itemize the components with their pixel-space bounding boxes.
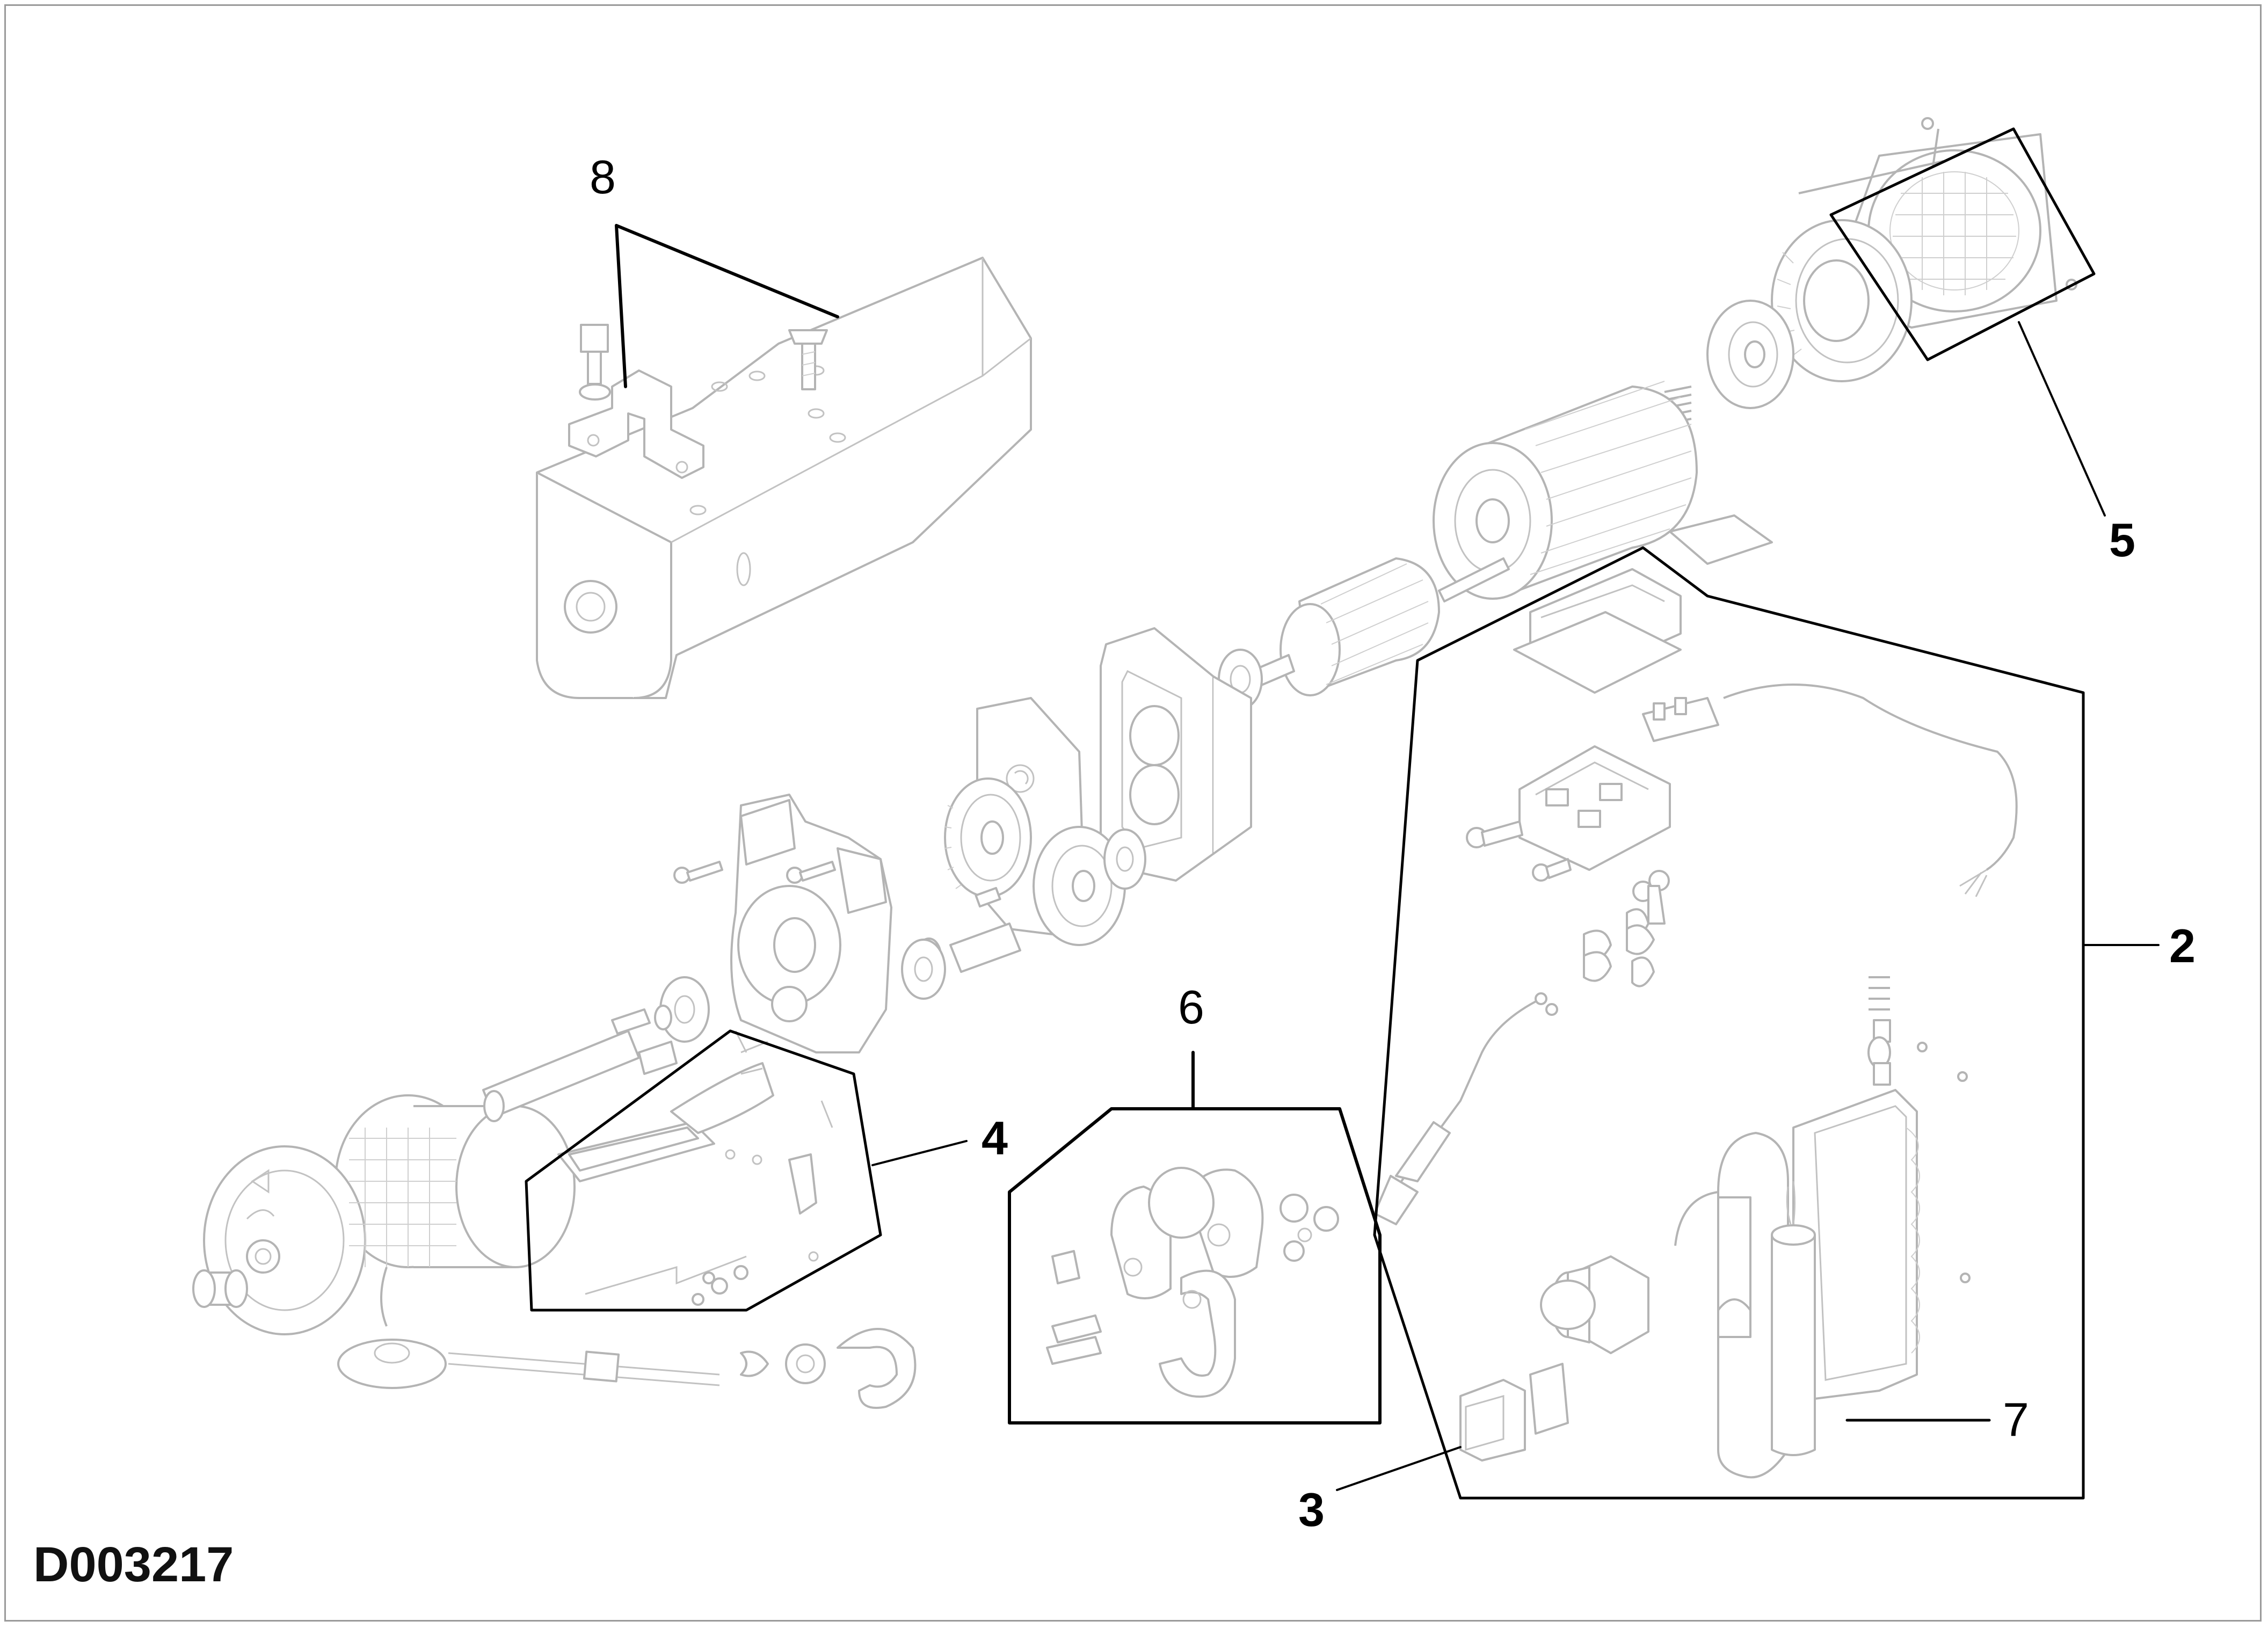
rope-hook-part <box>740 1328 917 1409</box>
callout-7: 7 <box>2003 1393 2029 1446</box>
callout-5-bracket <box>1829 127 2106 517</box>
terminal-box-base-part <box>1513 568 1682 694</box>
callout-8-leaders <box>615 224 839 388</box>
callout-5: 5 <box>2109 513 2135 566</box>
callout-4-bracket <box>525 1029 968 1312</box>
hook-block-part <box>1046 1167 1339 1398</box>
bearing-part <box>1103 828 1146 890</box>
bearing-part <box>654 976 710 1043</box>
drawing-id-label: D003217 <box>33 1537 234 1592</box>
pendant-housing-part <box>1674 1132 1789 1479</box>
spur-gear-small-part <box>1033 826 1126 946</box>
rope-drum-part <box>203 1094 576 1335</box>
callout-6: 6 <box>1178 980 1204 1034</box>
power-cable-part <box>1373 992 1558 1225</box>
brake-disc-part <box>1706 300 1794 409</box>
callout-6-bracket <box>1008 1051 1382 1424</box>
fan-wheel-part <box>1771 219 1913 382</box>
callout-2: 2 <box>2169 919 2196 972</box>
pendant-button-spring-part <box>1867 976 1971 1283</box>
rocker-switch-part <box>1459 1379 1526 1462</box>
callout-8: 8 <box>590 150 616 204</box>
coupling-part <box>192 1269 248 1308</box>
label-part <box>1529 1363 1569 1435</box>
emergency-stop-part <box>1540 1280 1596 1330</box>
rotor-part <box>1250 557 1510 696</box>
nameplate-part <box>1669 514 1773 565</box>
callout-3: 3 <box>1298 1483 1325 1536</box>
drum-shaft-part <box>482 1008 651 1122</box>
screw-part <box>788 329 828 390</box>
screw-part <box>673 861 836 884</box>
spring-part <box>1664 386 1692 425</box>
callout-2-bracket <box>1373 546 2160 1500</box>
hoist-frame-part <box>536 257 1032 699</box>
pendant-tube-part <box>1771 1181 1816 1456</box>
callout-4: 4 <box>982 1111 1008 1165</box>
drum-support-part <box>730 794 892 1053</box>
spur-gear-large-part <box>944 777 1032 898</box>
motor-stator-part <box>1433 381 1698 600</box>
hoist-rope-part <box>337 1267 720 1389</box>
control-cable-part <box>1723 684 2018 897</box>
connector-part <box>1642 697 1719 742</box>
terminal-board-part <box>1466 745 1671 987</box>
bolt-part <box>579 324 611 401</box>
callout-3-leader <box>1336 1446 1462 1491</box>
pinion-shaft-part <box>901 886 1021 1000</box>
